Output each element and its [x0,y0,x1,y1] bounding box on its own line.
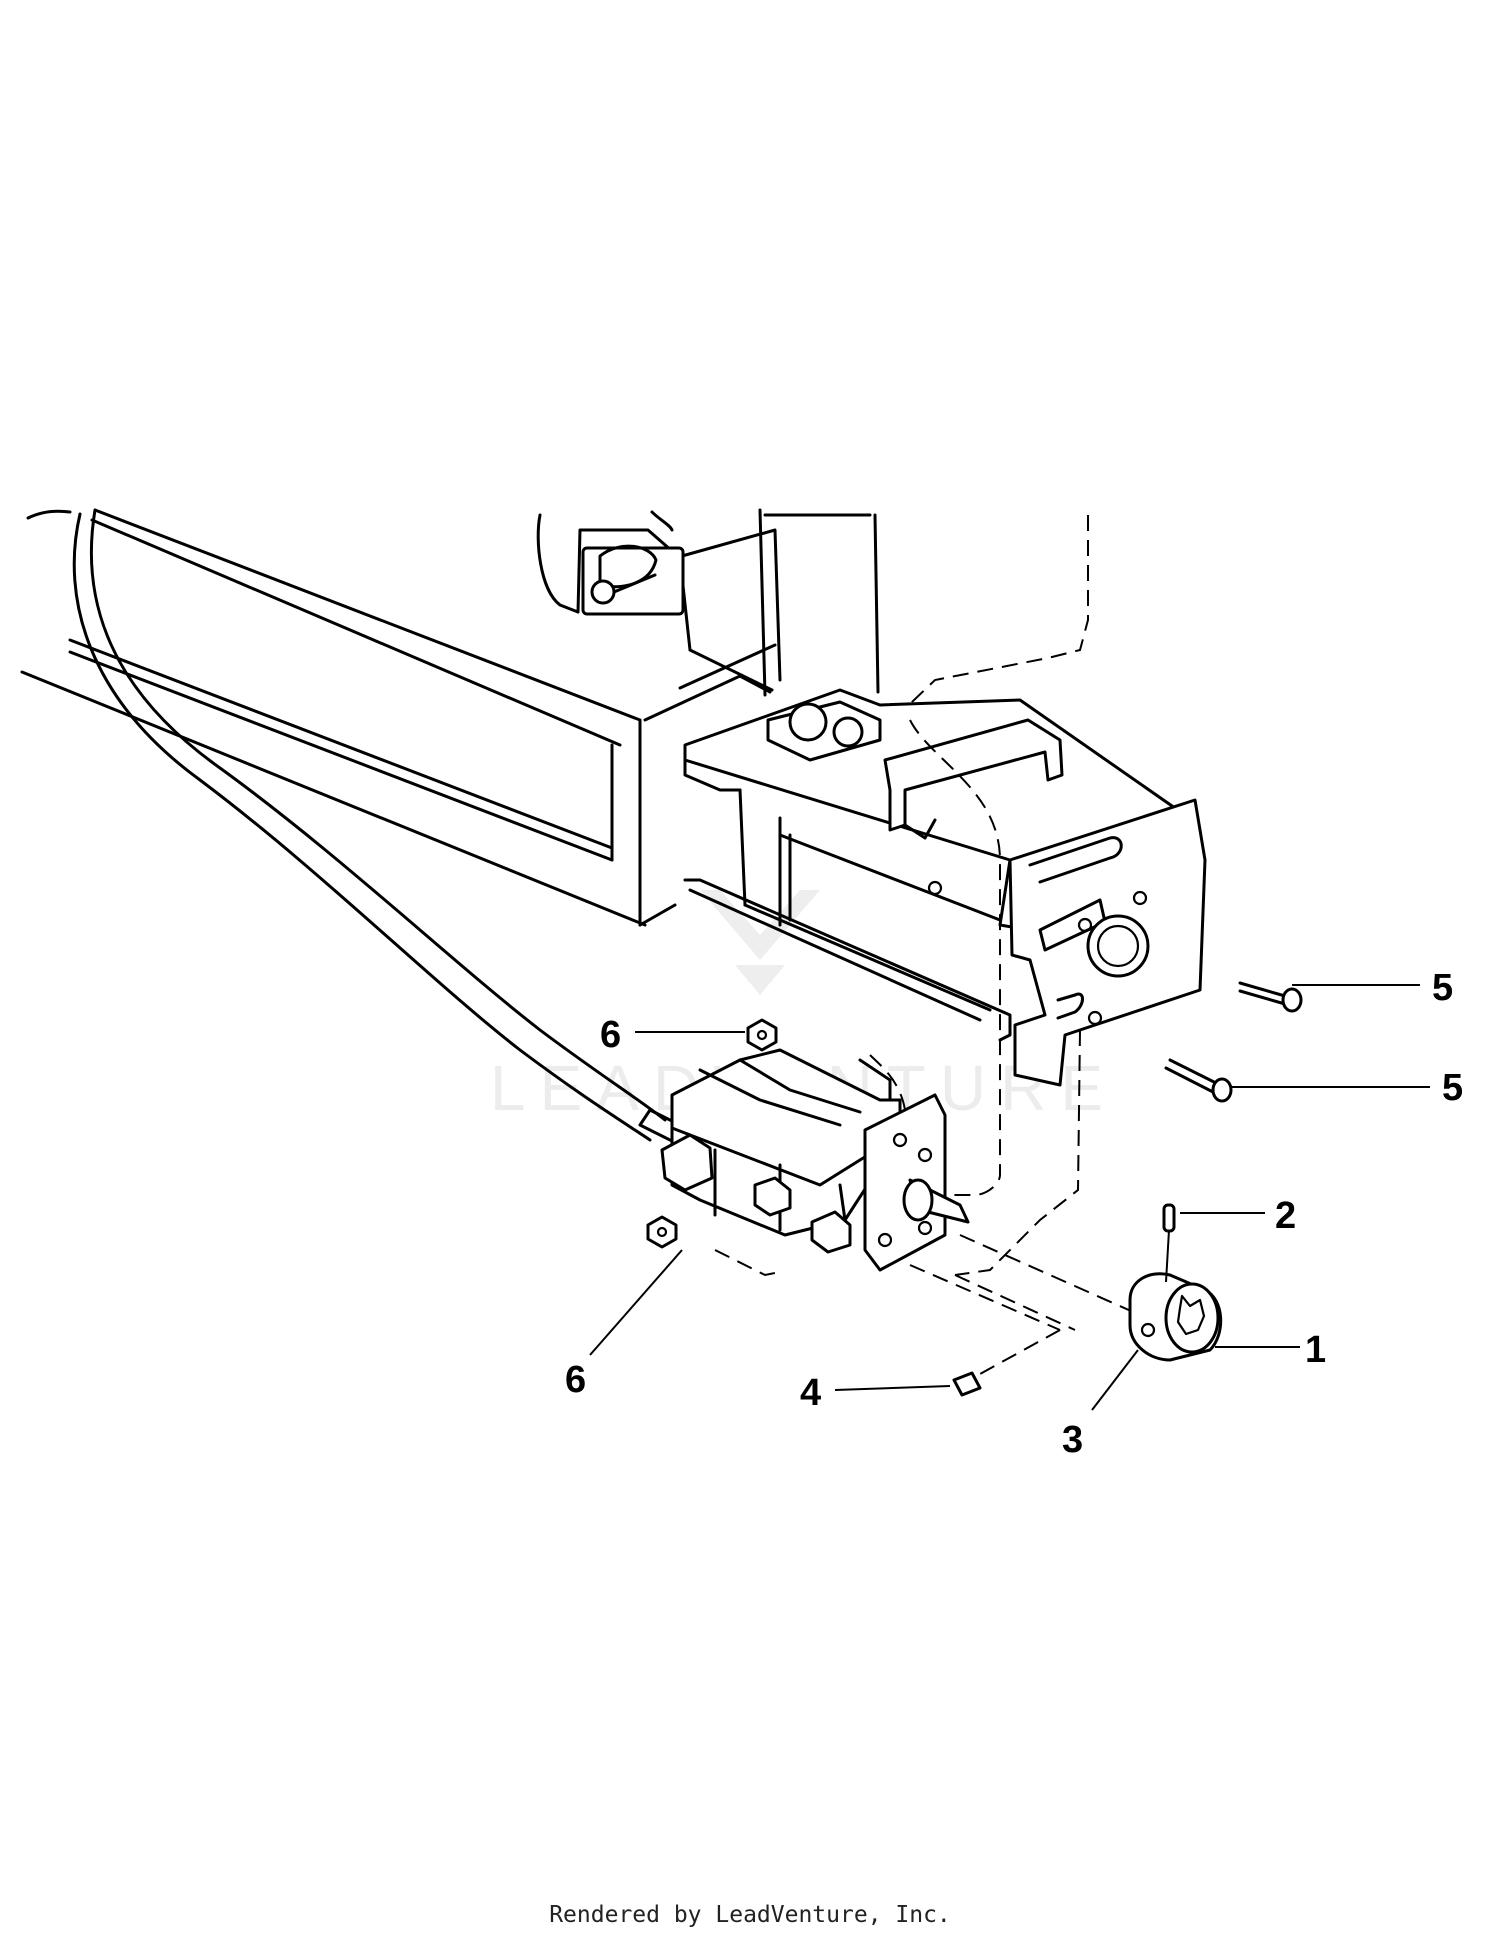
callout-5-lower: 5 [1442,1067,1463,1109]
cylinder-beam [20,508,1089,927]
callout-2: 2 [1275,1195,1296,1237]
hex-nut-lower [646,1215,678,1249]
shaft-key [952,1371,982,1397]
callout-6-upper: 6 [600,1014,621,1056]
callout-6-lower: 6 [565,1359,586,1401]
cap-screw-lower [1164,1058,1233,1103]
valve-bracket [683,688,1207,1087]
callout-1: 1 [1305,1329,1326,1371]
coupling [1128,1272,1223,1362]
hex-nut-upper [746,1018,778,1052]
leader-lines [589,984,1430,1411]
callout-4: 4 [800,1372,821,1414]
callout-5-upper: 5 [1432,967,1453,1009]
callouts: 5 5 2 1 3 4 6 6 [565,967,1463,1461]
callout-3: 3 [1062,1419,1083,1461]
footer-credit: Rendered by LeadVenture, Inc. [549,1902,951,1928]
roll-pin [1162,1203,1176,1233]
hydraulic-pump [660,719,1141,1386]
cap-screw-upper [1238,981,1303,1013]
